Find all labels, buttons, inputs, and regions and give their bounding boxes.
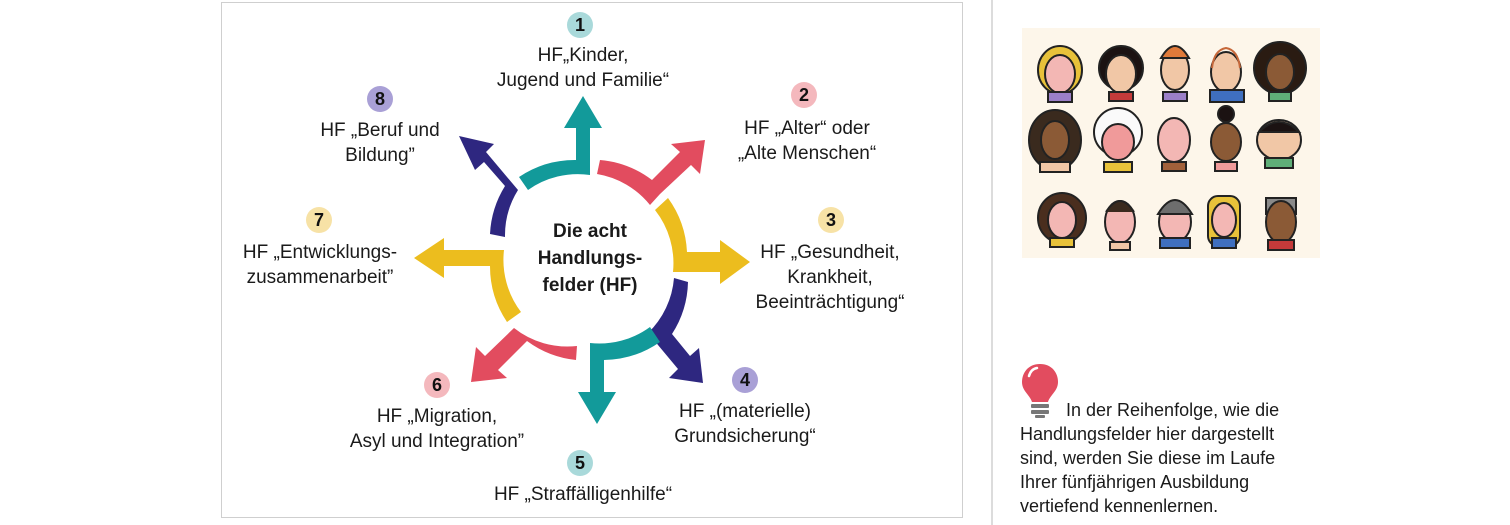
arrow-2-icon — [597, 140, 705, 205]
label-line: zusammenarbeit” — [246, 267, 394, 288]
column-divider — [991, 0, 993, 525]
label-line: Jugend und Familie“ — [496, 70, 670, 91]
arrow-3-icon — [655, 198, 750, 284]
center-title: Die acht Handlungs- felder (HF) — [520, 218, 660, 299]
label-line: HF „Entwicklungs- — [242, 242, 398, 263]
label-line: HF „Gesundheit, — [760, 242, 900, 263]
arrow-8-icon — [459, 136, 518, 237]
label-line: Grundsicherung“ — [674, 426, 816, 447]
badge-1: 1 — [567, 12, 593, 38]
field-label-1: HF„Kinder, Jugend und Familie“ — [470, 43, 696, 93]
badge-5: 5 — [567, 450, 593, 476]
badge-2: 2 — [791, 82, 817, 108]
arrow-5-icon — [578, 327, 660, 424]
tip-line: In der Reihenfolge, wie die — [1066, 400, 1280, 420]
label-line: HF „(materielle) — [679, 401, 811, 422]
tip-line: vertiefend kennenlernen. — [1020, 496, 1219, 516]
arrow-7-icon — [414, 238, 521, 322]
diagram-frame — [221, 2, 963, 518]
label-line: HF „Alter“ oder — [744, 118, 870, 139]
label-line: HF„Kinder, — [537, 45, 629, 66]
label-line: Bildung” — [345, 145, 415, 166]
label-line: HF „Migration, — [376, 406, 498, 427]
center-title-line: Handlungs- — [537, 248, 643, 269]
tip-text: In der Reihenfolge, wie die Handlungsfel… — [1020, 398, 1320, 518]
label-line: HF „Beruf und — [320, 120, 440, 141]
badge-7: 7 — [306, 207, 332, 233]
label-line: Beeinträchtigung“ — [755, 292, 905, 313]
tip-line: sind, werden Sie diese im Laufe — [1020, 448, 1276, 468]
field-label-7: HF „Entwicklungs- zusammenarbeit” — [225, 240, 415, 290]
field-label-4: HF „(materielle) Grundsicherung“ — [660, 399, 830, 449]
field-label-3: HF „Gesundheit, Krankheit, Beeinträchtig… — [745, 240, 915, 315]
label-line: Krankheit, — [787, 267, 873, 288]
field-label-6: HF „Migration, Asyl und Integration” — [325, 404, 549, 454]
center-title-line: Die acht — [553, 221, 627, 242]
badge-4: 4 — [732, 367, 758, 393]
faces-grid-icon — [1028, 41, 1307, 251]
arrow-6-icon — [471, 328, 577, 382]
lightbulb-icon — [1022, 364, 1058, 418]
field-label-8: HF „Beruf und Bildung” — [290, 118, 470, 168]
label-line: HF „Straffälligenhilfe“ — [493, 484, 673, 505]
faces-illustration — [1022, 28, 1320, 258]
badge-6: 6 — [424, 372, 450, 398]
center-title-line: felder (HF) — [542, 275, 638, 296]
tip-line: Handlungsfelder hier dargestellt — [1020, 424, 1275, 444]
arrow-4-icon — [648, 278, 703, 383]
field-label-2: HF „Alter“ oder „Alte Menschen“ — [722, 116, 892, 166]
label-line: „Alte Menschen“ — [737, 143, 877, 164]
tip-line: Ihrer fünfjährigen Ausbildung — [1020, 472, 1250, 492]
field-label-5: HF „Straffälligenhilfe“ — [470, 482, 696, 507]
arrow-1-icon — [519, 96, 602, 190]
badge-8: 8 — [367, 86, 393, 112]
label-line: Asyl und Integration” — [349, 431, 525, 452]
badge-3: 3 — [818, 207, 844, 233]
